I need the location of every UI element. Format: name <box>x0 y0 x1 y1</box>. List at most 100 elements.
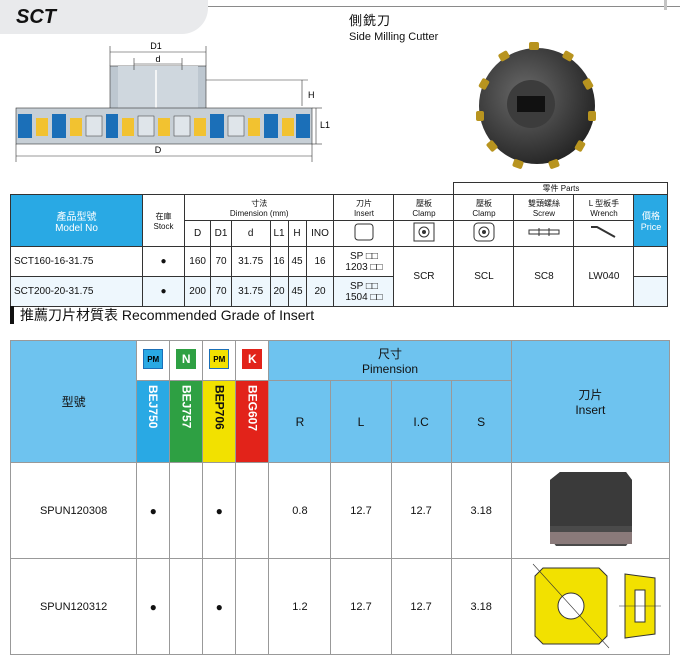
grade-name-cell: BEP706 <box>202 380 237 463</box>
section-title: 推薦刀片材質表 Recommended Grade of Insert <box>20 307 315 323</box>
clamp2-value: SCL <box>453 246 515 307</box>
grade-table: 型號 PM N PM K 尺寸 Pimension 刀片 Insert BEJ7… <box>9 340 671 655</box>
row-dim: 16 <box>305 246 335 277</box>
header-screw: 雙頭螺絲 Screw <box>513 194 575 221</box>
header-model-en: Model No <box>55 222 98 234</box>
header-screw-en: Screw <box>532 208 556 218</box>
header-wrench-cn: L 型板手 <box>588 198 620 208</box>
header-insert-cn: 刀片 <box>355 198 372 208</box>
grade-header-insert-en: Insert <box>575 403 606 417</box>
header-model: 產品型號 Model No <box>10 194 143 247</box>
dim-label-D1: D1 <box>150 41 162 51</box>
header-price-cn: 價格 <box>641 211 660 221</box>
dim-col-L: L <box>330 380 392 463</box>
pm-badge-icon: PM <box>143 349 164 369</box>
row-mark <box>235 462 270 559</box>
row-model: SPUN120308 <box>9 462 138 559</box>
grade-badge-cell: N <box>169 340 204 381</box>
header-tab <box>0 0 208 34</box>
header-dimension-en: Dimension (mm) <box>229 208 289 218</box>
grade-name-cell: BEG607 <box>235 380 270 463</box>
table-row: SCT160-16-31.75 ● 160 70 31.75 16 45 16 … <box>10 246 670 307</box>
product-title-cn: 側銑刀 <box>349 13 392 28</box>
header-stock: 在庫 Stock <box>142 194 185 247</box>
table-row: SPUN120308 ● ● 0.8 12.7 12.7 3.18 <box>9 462 671 559</box>
row-insert-line2: 1203 □□ <box>345 261 383 273</box>
pm-badge-icon: PM <box>209 349 230 369</box>
header-clamp2: 壓板 Clamp <box>453 194 515 221</box>
header-price-en: Price <box>640 222 662 232</box>
row-dim: 70 <box>210 246 232 277</box>
product-title-en: Side Milling Cutter <box>349 31 439 43</box>
header-stock-en: Stock <box>153 221 174 231</box>
row-dim: 45 <box>287 276 307 307</box>
header-clamp2-en: Clamp <box>472 208 496 218</box>
row-mark <box>235 558 270 655</box>
row-dim: 12.7 <box>390 462 452 559</box>
row-dim: 16 <box>269 246 289 277</box>
row-insert: SP □□ 1504 □□ <box>333 276 395 307</box>
row-price <box>633 246 669 277</box>
row-dim: 12.7 <box>390 558 452 655</box>
dim-col-D1: D1 <box>210 220 232 247</box>
grade-name: BEG607 <box>245 385 260 432</box>
header-dimension-cn: 寸法 <box>251 198 268 208</box>
header-clamp1: 壓板 Clamp <box>393 194 455 221</box>
grade-name-cell: BEJ757 <box>169 380 204 463</box>
row-mark: ● <box>136 462 171 559</box>
grade-badge-cell: PM <box>202 340 237 381</box>
page-header: SCT <box>0 0 680 38</box>
screw-icon <box>513 220 575 247</box>
header-clamp1-cn: 壓板 <box>415 198 432 208</box>
row-dim: 70 <box>210 276 232 307</box>
table-row: SCT200-20-31.75 ● 200 70 31.75 20 45 20 … <box>10 276 670 307</box>
dim-col-INO: INO <box>305 220 335 247</box>
insert-teeth <box>18 114 310 138</box>
row-dim: 160 <box>183 246 212 277</box>
dim-col-D: D <box>183 220 212 247</box>
header-stock-cn: 在庫 <box>155 211 172 221</box>
header-screw-cn: 雙頭螺絲 <box>527 198 560 208</box>
header-clamp1-en: Clamp <box>412 208 436 218</box>
dim-col-IC: I.C <box>390 380 452 463</box>
clamp1-icon <box>393 220 455 247</box>
grade-header-dimension-cn: 尺寸 <box>378 347 403 361</box>
row-insert-line1: SP □□ <box>349 280 378 292</box>
grade-header-dimension: 尺寸 Pimension <box>268 340 512 381</box>
row-model: SCT160-16-31.75 <box>10 246 143 277</box>
grade-name: BEJ750 <box>146 385 161 429</box>
insert-drawing-cell <box>510 558 671 655</box>
table-row: SPUN120312 ● ● 1.2 12.7 12.7 3.18 <box>9 558 671 655</box>
row-mark: ● <box>202 558 237 655</box>
parts-label: 零件 Parts <box>453 182 669 195</box>
row-stock: ● <box>142 246 185 277</box>
row-dim: 1.2 <box>268 558 332 655</box>
row-mark <box>169 558 204 655</box>
k-badge-icon: K <box>242 349 263 369</box>
row-dim: 200 <box>183 276 212 307</box>
grade-badge-cell: PM <box>136 340 171 381</box>
dim-col-H: H <box>287 220 307 247</box>
dim-label-d: d <box>155 54 160 64</box>
header-rule <box>208 6 680 7</box>
row-dim: 45 <box>287 246 307 277</box>
row-dim: 12.7 <box>330 462 392 559</box>
screw-value: SC8 <box>513 246 575 307</box>
header-clamp2-cn: 壓板 <box>475 198 492 208</box>
section-marker <box>10 306 14 324</box>
insert-drawing <box>533 563 662 649</box>
grade-header-model: 型號 <box>9 340 138 463</box>
dim-col-R: R <box>268 380 332 463</box>
row-dim: 20 <box>305 276 335 307</box>
dim-label-H: H <box>308 90 315 100</box>
row-dim: 20 <box>269 276 289 307</box>
grade-header-insert-cn: 刀片 <box>578 388 603 402</box>
n-badge-icon: N <box>176 349 197 369</box>
grade-badge-cell: K <box>235 340 270 381</box>
wrench-value: LW040 <box>573 246 635 307</box>
row-dim: 3.18 <box>450 462 512 559</box>
grade-header-dimension-en: Pimension <box>362 362 419 376</box>
cutter-photo <box>476 42 596 169</box>
dim-col-L1: L1 <box>269 220 289 247</box>
grade-header-insert: 刀片 Insert <box>510 340 671 463</box>
